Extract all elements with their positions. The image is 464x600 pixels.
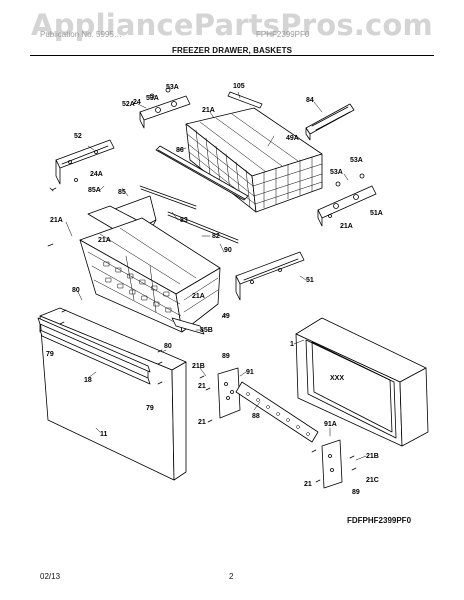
callout-89: 89 [222,353,230,360]
model-code: FDFPHF2399PF0 [347,516,412,525]
callout-11: 11 [100,431,108,438]
callout-91: 91 [246,369,254,376]
part-49-lower-basket [79,217,221,335]
callout-82: 82 [212,233,220,240]
page-title: FREEZER DRAWER, BASKETS [171,46,293,55]
title-rule [30,55,434,56]
callout-21C: 21C [366,477,379,484]
part-52-slide-rail [55,139,115,185]
callout-21: 21 [198,383,206,390]
part-1-gasket-frame: XXX [295,317,429,447]
svg-text:XXX: XXX [330,375,344,382]
part-89-bracket-upper [217,367,241,419]
callout-52: 52 [74,133,82,140]
callout-84: 84 [306,97,314,104]
callout-24: 24 [133,99,141,106]
part-84-bracket [305,103,355,141]
part-86-cover-bar [155,145,249,201]
callout-53A: 53A [146,95,159,102]
watermark: AppliancePartsPros.com [31,8,433,42]
part-51-slide-rail [235,251,305,301]
callout-21B: 21B [366,453,379,460]
part-18-handle [37,317,151,385]
part-49A-upper-wire-basket [185,107,323,213]
callout-52A: 52A [122,101,135,108]
callout-labels: 105 84 53A 52A 24 53A 21A 49A 52 86 53A … [46,83,383,496]
callout-85B: 85B [200,327,213,334]
part-83-rod [139,185,197,210]
part-90-rod [167,211,239,244]
callout-21A: 21A [50,217,63,224]
callout-83: 83 [180,217,188,224]
screws [47,187,357,483]
callout-80: 80 [164,343,172,350]
callout-88: 88 [252,413,260,420]
callout-53A: 53A [330,169,343,176]
callout-85: 85 [118,189,126,196]
callout-86: 86 [176,147,184,154]
part-89-bracket-lower [321,439,343,489]
callout-49A: 49A [286,135,299,142]
part-88-hinge-arm [235,381,319,443]
leader-lines [65,91,367,461]
part-51A-slide-rail [317,173,377,227]
callout-21A: 21A [98,237,111,244]
callout-79: 79 [146,405,154,412]
callout-85A: 85A [88,187,101,194]
callout-21A: 21A [340,223,353,230]
callout-21A: 21A [192,293,205,300]
callout-49: 49 [222,313,230,320]
part-52A-bracket-upper [139,87,191,129]
callout-18: 18 [84,377,92,384]
callout-51: 51 [306,277,314,284]
callout-79: 79 [46,351,54,358]
callout-1: 1 [290,341,294,348]
callout-90: 90 [224,247,232,254]
part-105-bar [227,91,263,109]
callout-51A: 51A [370,210,383,217]
callout-53A: 53A [350,157,363,164]
callout-80: 80 [72,287,80,294]
header-publication: Publication No. 5995… [40,30,122,39]
callout-53A: 53A [166,84,179,91]
footer-date: 02/13 [40,572,61,581]
callout-21B: 21B [192,363,205,370]
header-model: FPHF2399PF0 [256,30,310,39]
callout-24A: 24A [90,171,103,178]
callout-21: 21 [304,481,312,488]
callout-105: 105 [233,83,245,90]
part-11-drawer-front [39,307,187,481]
callout-91A: 91A [324,421,337,428]
page-number: 2 [229,572,234,581]
callout-21A: 21A [202,107,215,114]
callout-89: 89 [352,489,360,496]
callout-21: 21 [198,419,206,426]
